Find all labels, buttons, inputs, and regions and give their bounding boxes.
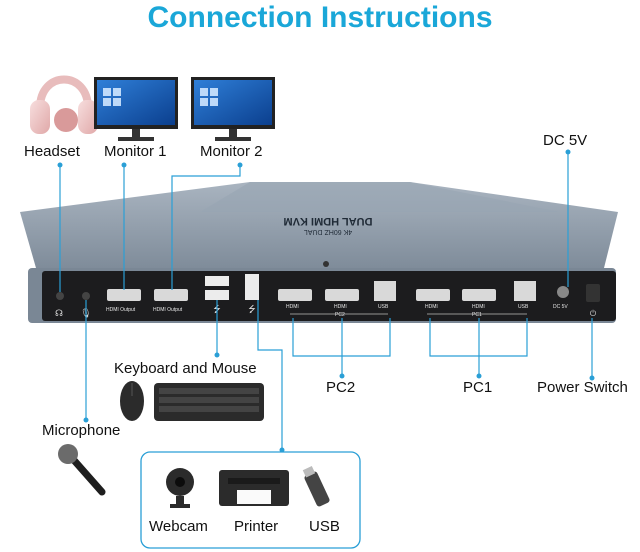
monitor1-label: Monitor 1 xyxy=(104,143,167,160)
dc-port-label: DC 5V xyxy=(553,304,568,310)
usb-port-3 xyxy=(245,274,259,300)
monitor-icon xyxy=(191,77,275,141)
pc1-label: PC1 xyxy=(463,379,493,396)
mouse-icon xyxy=(120,381,144,421)
microphone-icon xyxy=(58,444,106,496)
power-icon: ⏻ xyxy=(590,309,597,318)
kvm-switch-device: DUAL HDMI KVM 4K 60HZ DUAL xyxy=(20,182,618,323)
connector-dots xyxy=(57,149,595,453)
printer-icon xyxy=(219,470,289,506)
headset-icon xyxy=(30,75,98,134)
hdmi-output-port-1 xyxy=(107,289,141,301)
webcam-label: Webcam xyxy=(149,518,208,535)
monitor-icon xyxy=(94,77,178,141)
printer-label: Printer xyxy=(234,518,279,535)
pc2-usb-label: USB xyxy=(378,304,389,310)
pc2-hdmi-port-1 xyxy=(278,289,312,301)
monitor2-label: Monitor 2 xyxy=(200,143,263,160)
microphone-label: Microphone xyxy=(42,422,121,439)
pc1-hdmi-label-2: HDMI xyxy=(472,304,485,310)
dc-label: DC 5V xyxy=(543,132,588,149)
webcam-icon xyxy=(166,468,194,508)
pc2-hdmi-port-2 xyxy=(325,289,359,301)
pc2-hdmi-label-1: HDMI xyxy=(286,304,299,310)
usb-label: USB xyxy=(309,518,340,535)
power-switch-label: Power Switch xyxy=(537,379,628,396)
hdmi-output-port-2 xyxy=(154,289,188,301)
keyboard-icon xyxy=(154,383,264,421)
pc1-usb-port xyxy=(514,281,536,301)
hdmi-output-label-2: HDMI Output xyxy=(153,307,183,313)
usb-devices-box xyxy=(140,451,361,549)
pc2-port-group-label: PC2 xyxy=(335,312,345,318)
usb-symbol-icon: ⭍ xyxy=(248,304,256,314)
port-panel: ☊ 🎙 ⭍ ⭍ ⏻ xyxy=(55,274,600,318)
power-switch-button xyxy=(586,284,600,302)
mic-jack-icon xyxy=(82,292,90,300)
headset-label: Headset xyxy=(24,143,80,160)
pc2-usb-port xyxy=(374,281,396,301)
keyboard-mouse-label: Keyboard and Mouse xyxy=(114,360,257,377)
pc1-port-group-label: PC1 xyxy=(472,312,482,318)
hdmi-output-label-1: HDMI Output xyxy=(106,307,136,313)
connector-lines xyxy=(59,152,593,450)
device-name-text: DUAL HDMI KVM xyxy=(283,215,372,227)
headphone-jack-icon: ☊ xyxy=(55,308,63,318)
pc2-label: PC2 xyxy=(326,379,356,396)
pc1-usb-label: USB xyxy=(518,304,529,310)
usb-port-1 xyxy=(205,276,229,286)
pc1-hdmi-port-1 xyxy=(416,289,450,301)
pc1-hdmi-label-1: HDMI xyxy=(425,304,438,310)
usb-drive-icon xyxy=(302,466,330,507)
usb-port-2 xyxy=(205,290,229,300)
device-spec-text: 4K 60HZ DUAL xyxy=(304,228,352,235)
pc2-hdmi-label-2: HDMI xyxy=(334,304,347,310)
dc-port xyxy=(557,286,569,298)
headphone-jack-icon xyxy=(56,292,64,300)
page-title: Connection Instructions xyxy=(147,1,493,34)
pc1-hdmi-port-2 xyxy=(462,289,496,301)
